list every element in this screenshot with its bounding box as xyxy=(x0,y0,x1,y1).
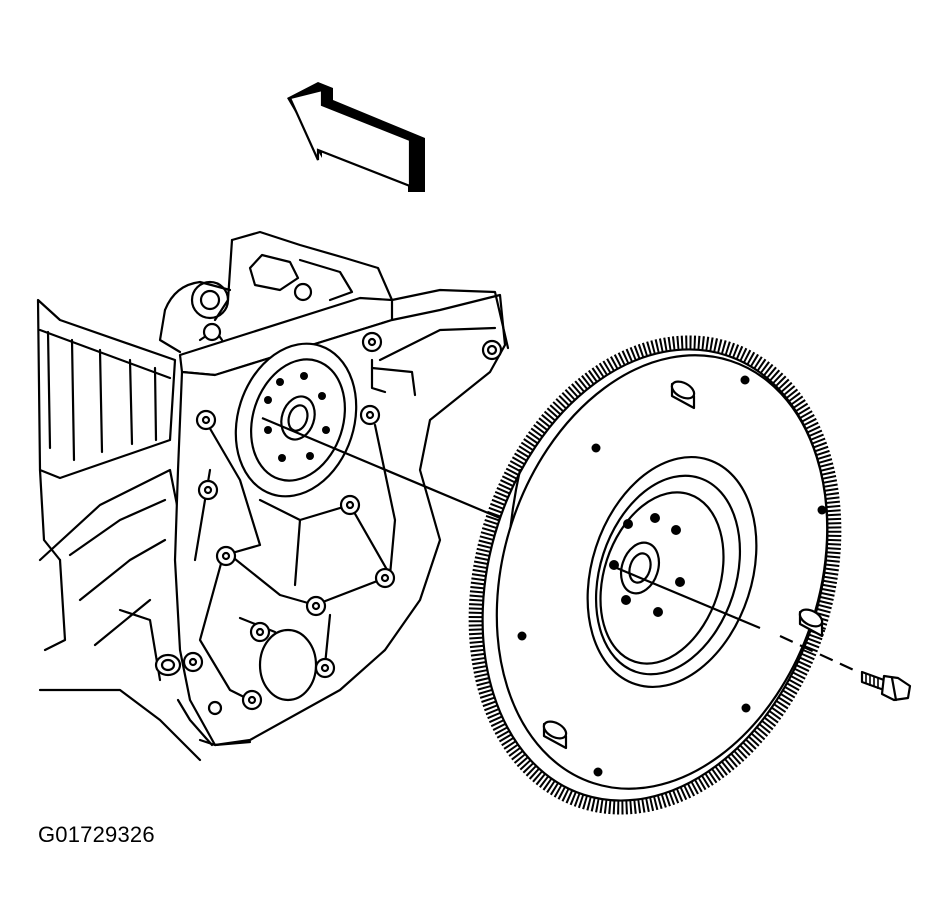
figure-id-label: G01729326 xyxy=(38,822,155,847)
dowel-pin-top xyxy=(670,380,696,410)
crankshaft-rear-flange xyxy=(234,342,358,498)
flywheel xyxy=(468,335,842,815)
direction-arrow xyxy=(287,82,425,192)
alignment-line-hub xyxy=(611,564,761,630)
flywheel-bolt xyxy=(860,670,912,702)
dowel-pin-right xyxy=(798,608,824,638)
engine-block xyxy=(36,230,510,762)
alignment-line-crank xyxy=(261,416,501,520)
dowel-pin-bottom xyxy=(542,720,568,750)
alignment-line-bolt xyxy=(779,635,859,673)
